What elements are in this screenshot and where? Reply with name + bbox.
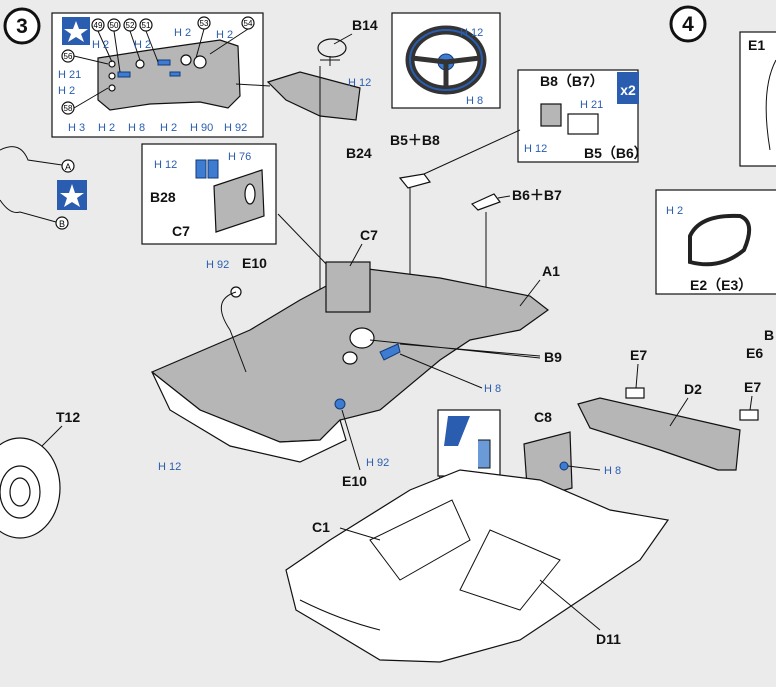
svg-text:51: 51	[142, 21, 151, 30]
svg-text:H 2: H 2	[174, 27, 191, 39]
star-icon	[62, 17, 90, 45]
svg-text:3: 3	[16, 15, 28, 38]
svg-text:C1: C1	[312, 519, 330, 535]
svg-text:B24: B24	[346, 145, 372, 161]
part-a1-floor: C7 A1 B9 H 8 H 12	[150, 227, 562, 473]
svg-text:B9: B9	[544, 349, 562, 365]
svg-text:H 12: H 12	[524, 143, 547, 155]
part-e10-top: H 92 E10	[206, 255, 267, 373]
callout-53: 53	[197, 16, 211, 30]
svg-text:B: B	[764, 327, 774, 343]
dashboard-inset-panel: 49 50 52 51 53 54 56 58 H 2 H 2 H 2 H 2 …	[51, 12, 264, 138]
svg-text:52: 52	[126, 21, 135, 30]
svg-text:H 21: H 21	[58, 69, 81, 81]
svg-text:H 76: H 76	[228, 151, 251, 163]
svg-text:A1: A1	[542, 263, 560, 279]
svg-text:H 8: H 8	[128, 122, 145, 134]
svg-text:H 8: H 8	[466, 95, 483, 107]
part-d2: D2	[577, 381, 741, 471]
star-icon	[57, 180, 87, 210]
svg-text:E7: E7	[630, 347, 647, 363]
svg-text:D11: D11	[596, 631, 621, 647]
part-b5-b8: B5＋B8	[390, 129, 521, 296]
part-t12-tire: T12	[0, 409, 80, 539]
part-b14: B14	[317, 17, 378, 66]
part-e7-a: E7	[625, 347, 647, 399]
svg-text:H 12: H 12	[154, 159, 177, 171]
part-b-edge: B	[764, 327, 774, 343]
step-4-badge: 4	[669, 5, 707, 43]
svg-text:53: 53	[200, 19, 209, 28]
svg-text:H 8: H 8	[484, 383, 501, 395]
svg-text:H 2: H 2	[160, 122, 177, 134]
svg-text:H 3: H 3	[68, 122, 85, 134]
e2-inset: H 2 E2（E3）	[655, 189, 776, 295]
svg-text:B8（B7）: B8（B7）	[540, 73, 604, 89]
svg-text:C8: C8	[534, 409, 552, 425]
svg-text:C7: C7	[172, 223, 190, 239]
steering-wheel-inset: H 12 H 8	[391, 12, 501, 109]
svg-text:D2: D2	[684, 381, 702, 397]
svg-text:58: 58	[64, 104, 73, 113]
svg-text:A: A	[65, 162, 71, 172]
svg-text:B28: B28	[150, 189, 176, 205]
svg-text:49: 49	[94, 21, 103, 30]
svg-text:H 2: H 2	[134, 39, 151, 51]
callout-56: 56	[61, 49, 75, 63]
marker-b: B	[0, 199, 69, 230]
callout-54: 54	[241, 16, 255, 30]
svg-text:H 92: H 92	[206, 259, 229, 271]
svg-text:B6＋B7: B6＋B7	[512, 187, 562, 203]
svg-text:E10: E10	[242, 255, 267, 271]
part-c1-tub: C1 D11	[285, 469, 670, 663]
svg-text:B: B	[59, 219, 65, 229]
e1-inset: E1	[739, 31, 776, 167]
svg-text:H 2: H 2	[98, 122, 115, 134]
part-e7-b: E7	[739, 379, 761, 421]
svg-text:H 92: H 92	[224, 122, 247, 134]
svg-text:H 90: H 90	[190, 122, 213, 134]
svg-text:C7: C7	[360, 227, 378, 243]
svg-text:H 21: H 21	[580, 99, 603, 111]
svg-text:H 92: H 92	[366, 457, 389, 469]
callout-58: 58	[61, 101, 75, 115]
callout-49: 49	[91, 18, 105, 32]
svg-text:H 2: H 2	[666, 205, 683, 217]
marker-a: A	[0, 146, 75, 173]
step-3-badge: 3	[3, 7, 41, 45]
svg-text:56: 56	[64, 52, 73, 61]
svg-text:H 12: H 12	[460, 27, 483, 39]
svg-text:B5（B6）: B5（B6）	[584, 145, 648, 161]
svg-text:H 8: H 8	[604, 465, 621, 477]
svg-text:B5＋B8: B5＋B8	[390, 132, 440, 148]
part-e6: E6	[746, 345, 763, 361]
b8-b5-inset: B8（B7） x2 H 21 H 12 B5（B6）	[517, 69, 648, 163]
svg-text:H 2: H 2	[216, 29, 233, 41]
svg-text:4: 4	[682, 13, 694, 36]
svg-text:H 12: H 12	[158, 461, 181, 473]
b28-c7-inset: H 12 H 76 B28 C7	[141, 143, 331, 269]
part-e10-bottom: H 92 E10	[341, 409, 389, 489]
callout-50: 50	[107, 18, 121, 32]
callout-52: 52	[123, 18, 137, 32]
svg-text:x2: x2	[620, 82, 636, 98]
svg-text:E2（E3）: E2（E3）	[690, 277, 752, 293]
svg-text:B14: B14	[352, 17, 378, 33]
svg-text:T12: T12	[56, 409, 80, 425]
svg-text:H 2: H 2	[92, 39, 109, 51]
x2-badge: x2	[617, 72, 639, 104]
svg-text:H 2: H 2	[58, 85, 75, 97]
svg-text:E6: E6	[746, 345, 763, 361]
svg-text:50: 50	[110, 21, 119, 30]
svg-text:E7: E7	[744, 379, 761, 395]
svg-text:E1: E1	[748, 37, 765, 53]
svg-text:E10: E10	[342, 473, 367, 489]
decal-detail-inset	[435, 409, 501, 501]
svg-text:54: 54	[244, 19, 253, 28]
svg-text:H 12: H 12	[348, 77, 371, 89]
callout-51: 51	[139, 18, 153, 32]
